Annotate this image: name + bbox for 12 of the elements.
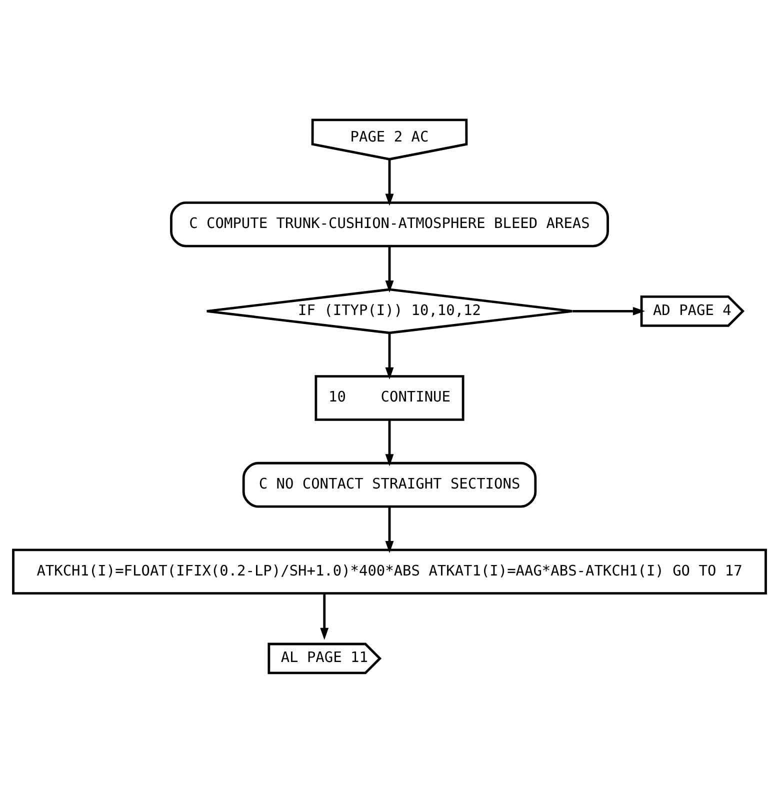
arrow	[572, 306, 646, 316]
arrow	[385, 506, 394, 554]
node-box: C NO CONTACT STRAIGHT SECTIONS	[242, 462, 537, 508]
node-box: 10 CONTINUE	[314, 375, 464, 421]
arrow	[385, 159, 394, 206]
arrow	[385, 246, 394, 293]
arrow	[385, 420, 394, 466]
node-box: C COMPUTE TRUNK-CUSHION-ATMOSPHERE BLEED AREAS	[170, 201, 609, 248]
node-box: ATKCH1(I)=FLOAT(IFIX(0.2-LP)/SH+1.0)*400*ABS ATKAT1(I)=AAG*ABS-ATKCH1(I) GO TO 17	[12, 548, 767, 595]
arrow	[320, 594, 329, 640]
node-diamond: IF (ITYP(I)) 10,10,12	[206, 288, 574, 334]
arrow	[385, 333, 394, 380]
